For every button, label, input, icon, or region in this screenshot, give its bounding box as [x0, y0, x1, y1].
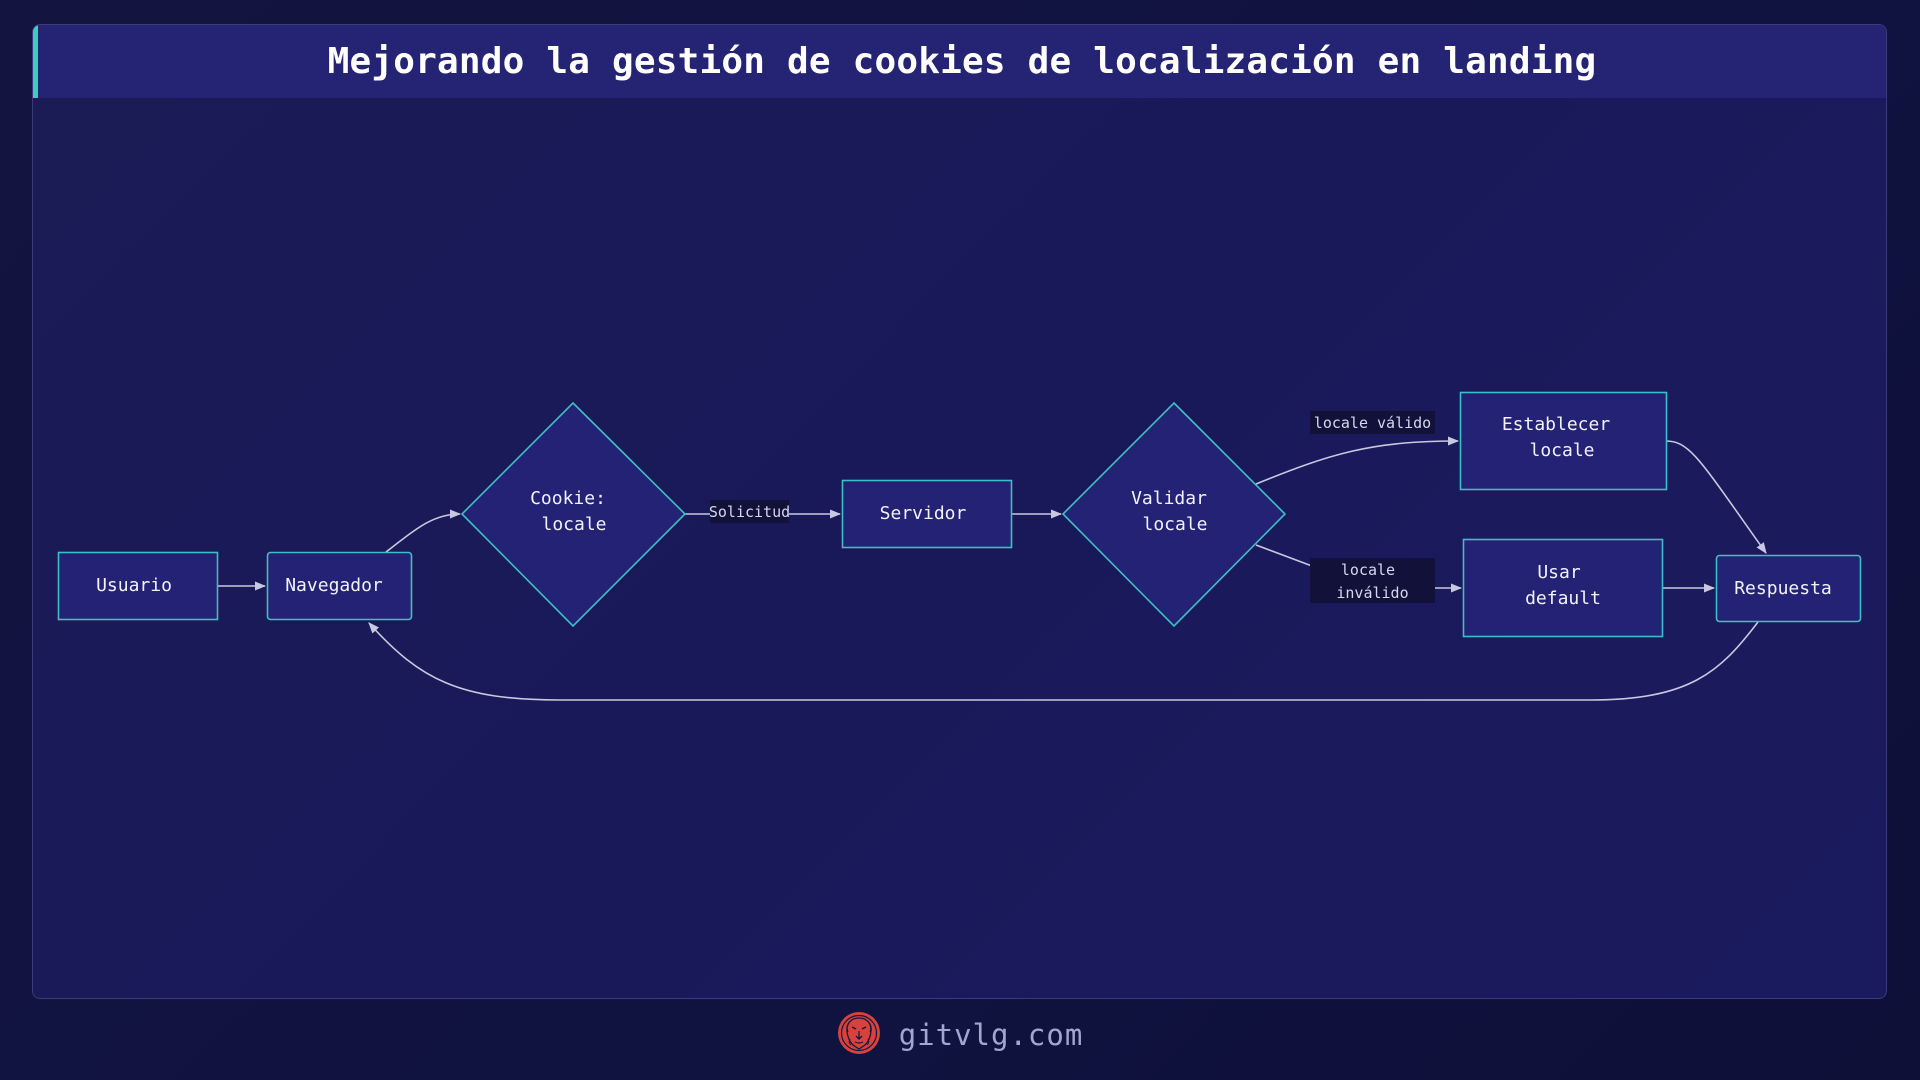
- title-bar: Mejorando la gestión de cookies de local…: [33, 25, 1886, 98]
- edge-validar-default: [1255, 544, 1461, 588]
- page-title: Mejorando la gestión de cookies de local…: [327, 41, 1597, 82]
- node-usuario[interactable]: Usuario: [57, 551, 219, 621]
- edge-label-locale-invalido: locale inválido: [1310, 558, 1435, 603]
- edge-establecer-respuesta: [1665, 440, 1767, 554]
- edge-navegador-cookie: [385, 509, 462, 553]
- svg-text:Validar: Validar: [1131, 488, 1207, 509]
- svg-text:inválido: inválido: [1336, 584, 1408, 602]
- edge-label-locale-valido: locale válido: [1310, 411, 1435, 434]
- svg-text:locale válido: locale válido: [1314, 414, 1431, 432]
- svg-text:Usuario: Usuario: [96, 575, 172, 596]
- svg-text:Solicitud: Solicitud: [709, 503, 790, 521]
- edge-validar-establecer: [1255, 436, 1460, 485]
- svg-text:default: default: [1525, 588, 1601, 609]
- svg-text:Establecer: Establecer: [1502, 414, 1611, 435]
- svg-text:Usar: Usar: [1537, 562, 1581, 583]
- svg-text:locale: locale: [541, 514, 606, 535]
- node-navegador[interactable]: Navegador: [266, 551, 413, 621]
- footer: gitvlg.com: [0, 1010, 1920, 1060]
- svg-text:Respuesta: Respuesta: [1734, 578, 1832, 599]
- node-respuesta[interactable]: Respuesta: [1715, 554, 1862, 623]
- site-link[interactable]: gitvlg.com: [898, 1018, 1084, 1052]
- svg-text:Cookie:: Cookie:: [530, 488, 606, 509]
- svg-text:Servidor: Servidor: [880, 503, 967, 524]
- svg-text:Navegador: Navegador: [285, 575, 383, 596]
- diagram-panel: Mejorando la gestión de cookies de local…: [32, 24, 1887, 999]
- node-servidor[interactable]: Servidor: [841, 479, 1013, 549]
- edge-label-solicitud: Solicitud: [709, 500, 790, 523]
- svg-text:locale: locale: [1341, 561, 1395, 579]
- lion-emblem-icon[interactable]: [837, 1011, 881, 1059]
- node-usar-default[interactable]: Usar default: [1462, 538, 1664, 638]
- node-establecer-locale[interactable]: Establecer locale: [1459, 391, 1668, 491]
- svg-text:locale: locale: [1142, 514, 1207, 535]
- node-cookie-locale[interactable]: Cookie: locale: [460, 401, 687, 628]
- node-validar-locale[interactable]: Validar locale: [1061, 401, 1287, 628]
- edge-respuesta-navegador: [368, 621, 1759, 701]
- svg-text:locale: locale: [1529, 440, 1594, 461]
